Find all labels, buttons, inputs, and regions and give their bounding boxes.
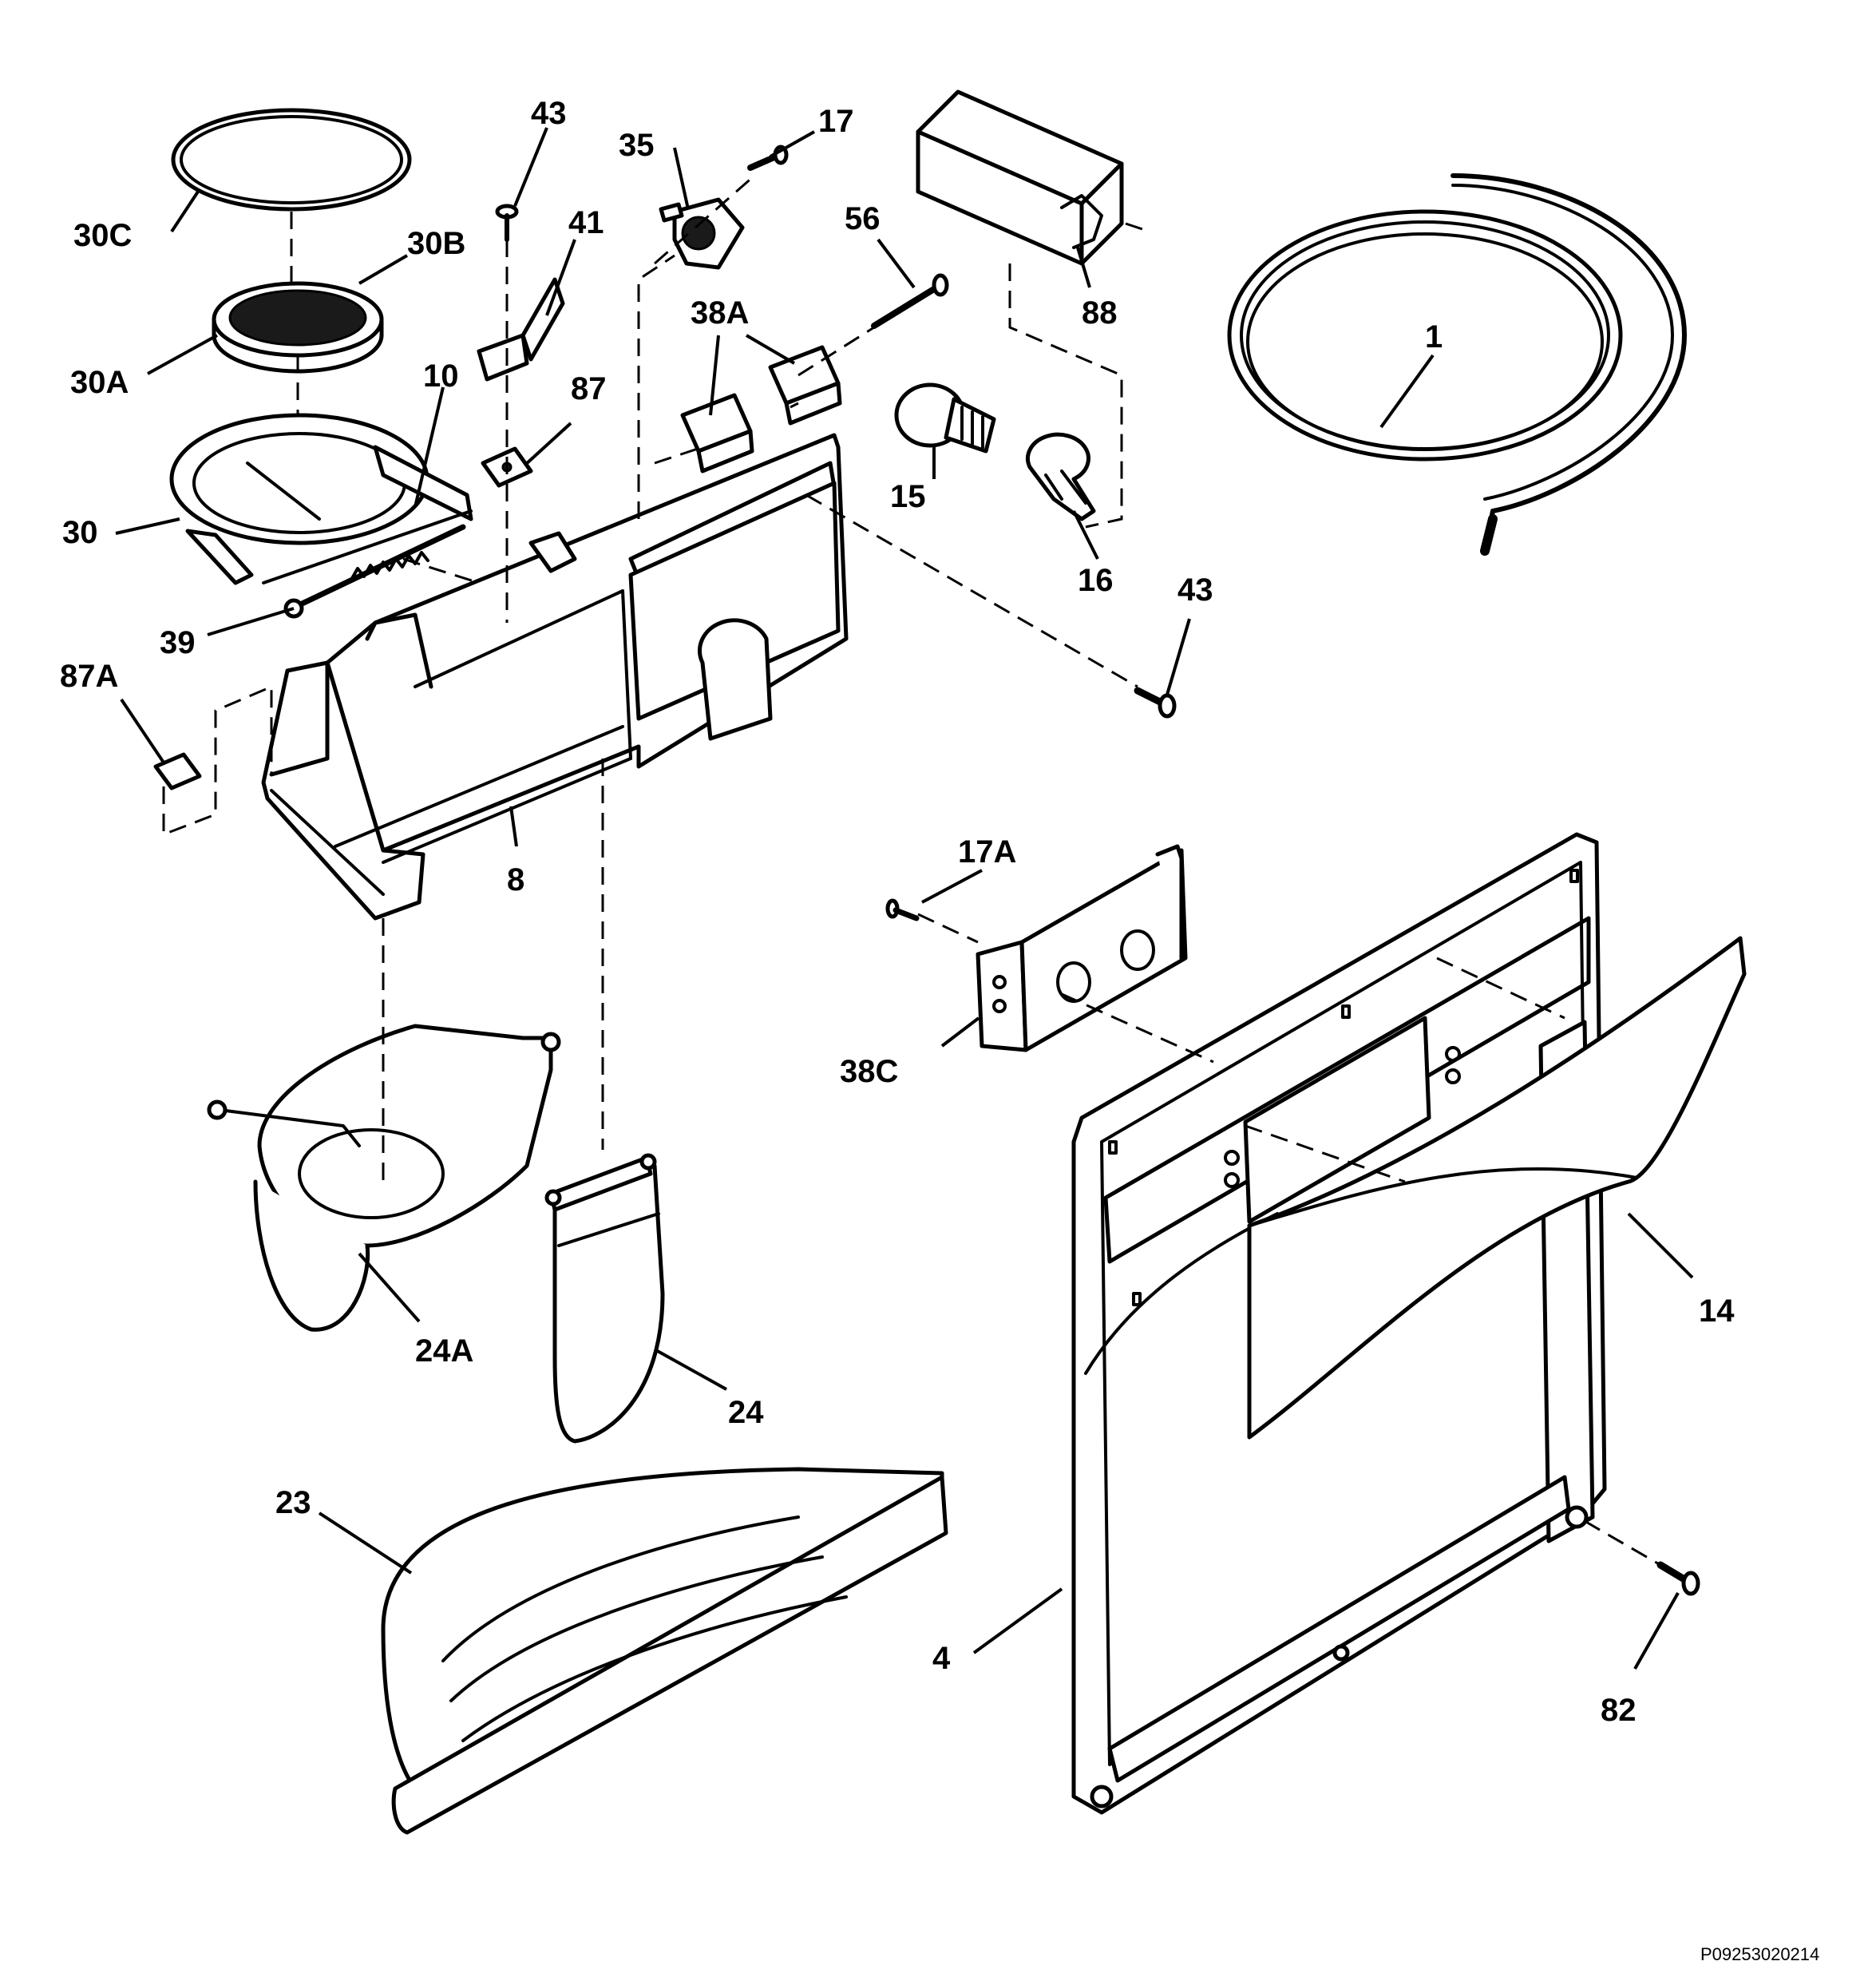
part-1-tubing[interactable] (1227, 173, 1687, 556)
part-39-rod-and-spring[interactable] (283, 524, 466, 619)
part-24a-ice-chute[interactable] (207, 1024, 561, 1332)
label-87: 87 (571, 371, 607, 406)
part-38c-bracket[interactable] (976, 844, 1188, 1052)
part-14-decal[interactable] (1247, 936, 1747, 1440)
part-24-flap[interactable] (544, 1153, 665, 1444)
label-15: 15 (890, 479, 926, 514)
part-43-screw-right[interactable] (1134, 687, 1177, 719)
part-17a-screw[interactable] (885, 898, 920, 921)
part-35-switch[interactable] (659, 197, 745, 270)
label-1: 1 (1425, 319, 1443, 355)
label-82: 82 (1601, 1693, 1637, 1728)
alignment-lines (162, 174, 1661, 1567)
label-4: 4 (932, 1641, 951, 1676)
label-8: 8 (507, 862, 524, 897)
label-30b: 30B (407, 226, 465, 261)
label-17: 17 (818, 104, 854, 139)
label-39: 39 (160, 625, 196, 660)
part-38a-switches[interactable] (680, 345, 842, 473)
leader-lines (115, 127, 1694, 1670)
part-16-socket[interactable] (1026, 432, 1096, 521)
label-35: 35 (619, 128, 655, 163)
part-8-dispenser-housing[interactable] (261, 433, 849, 921)
label-38c: 38C (840, 1054, 898, 1089)
label-23: 23 (275, 1485, 311, 1520)
label-87a: 87A (60, 659, 118, 694)
part-30c-gasket-ring[interactable] (171, 108, 412, 212)
part-15-light-bulb[interactable] (894, 382, 996, 454)
label-30a: 30A (70, 365, 129, 400)
part-23-drip-tray[interactable] (381, 1467, 948, 1835)
part-30a-filter-screen[interactable] (212, 281, 384, 374)
label-17a: 17A (958, 834, 1016, 870)
label-56: 56 (845, 201, 881, 236)
label-24a: 24A (415, 1333, 473, 1369)
part-labels: 30C 30B 30A 10 30 39 87A 43 41 87 35 17 … (60, 96, 1735, 1728)
part-30-housing[interactable] (169, 413, 473, 585)
label-30c: 30C (73, 218, 132, 253)
label-38a: 38A (691, 295, 749, 331)
part-82-screw[interactable] (1656, 1561, 1700, 1596)
label-43-top: 43 (531, 96, 567, 131)
part-41-bracket[interactable] (477, 277, 565, 382)
reference-code: P09253020214 (1700, 1944, 1819, 1964)
part-43-screw-top[interactable] (495, 204, 519, 242)
label-88: 88 (1082, 295, 1118, 331)
label-41: 41 (568, 205, 604, 240)
label-43-right: 43 (1177, 572, 1213, 608)
part-56-screw[interactable] (871, 273, 949, 329)
part-87a-clip[interactable] (153, 752, 202, 790)
part-88-module[interactable] (916, 89, 1124, 266)
label-30: 30 (62, 515, 98, 550)
label-24: 24 (728, 1395, 764, 1430)
label-16: 16 (1078, 563, 1114, 598)
label-14: 14 (1699, 1294, 1735, 1329)
label-10: 10 (423, 359, 459, 394)
